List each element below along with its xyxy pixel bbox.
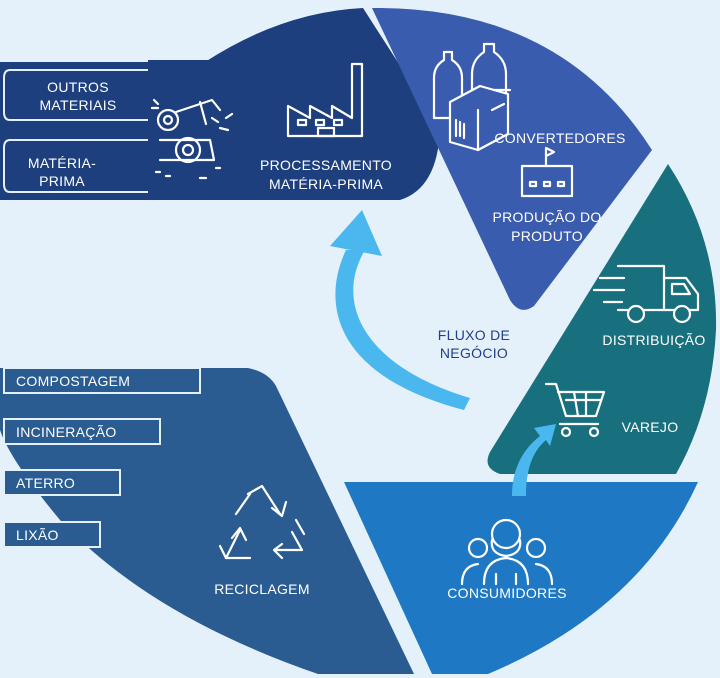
landfill-tab <box>3 469 121 496</box>
consumers-to-retail-arrow <box>512 424 556 496</box>
people-icon <box>460 518 554 586</box>
consumers-segment <box>344 482 698 674</box>
converters-label: CONVERTEDORES <box>494 130 625 146</box>
truck-icon <box>592 264 700 324</box>
landfill-label: ATERRO <box>16 475 75 491</box>
distribution-segment <box>487 164 717 474</box>
recycle-icon <box>218 484 306 560</box>
incineration-label: INCINERAÇÃO <box>16 424 117 440</box>
recycling-label: RECICLAGEM <box>214 581 310 597</box>
machinery-icon <box>150 98 234 180</box>
other-materials-tab <box>3 69 151 121</box>
other-materials-label-1: OUTROS <box>47 79 109 95</box>
retail-label: VAREJO <box>622 419 679 435</box>
business-flow-arrow <box>335 250 470 410</box>
composting-label: COMPOSTAGEM <box>16 373 130 389</box>
converters-segment <box>372 7 652 310</box>
cart-icon <box>544 382 606 438</box>
production-label-1: PRODUÇÃO DO <box>492 209 601 225</box>
business-flow-arrowhead <box>330 210 382 256</box>
incineration-tab <box>3 418 161 445</box>
factory-icon <box>286 62 364 138</box>
raw-material-label-1: MATÉRIA- <box>28 155 96 171</box>
dump-tab <box>3 521 101 548</box>
processing-label-1: PROCESSAMENTO <box>260 157 392 173</box>
raw-material-label-2: PRIMA <box>39 173 85 189</box>
business-flow-label-1: FLUXO DE <box>438 327 510 343</box>
bottles-icon <box>432 42 512 152</box>
composting-tab <box>3 367 201 394</box>
business-flow-label-2: NEGÓCIO <box>440 345 508 361</box>
distribution-label: DISTRIBUIÇÃO <box>602 332 705 348</box>
raw-material-tab <box>3 139 151 193</box>
production-label-2: PRODUTO <box>511 228 583 244</box>
other-materials-label-2: MATERIAIS <box>39 97 116 113</box>
dump-label: LIXÃO <box>16 527 59 543</box>
small-factory-icon <box>520 146 574 198</box>
processing-label-2: MATÉRIA-PRIMA <box>269 176 383 192</box>
consumers-label: CONSUMIDORES <box>447 585 567 601</box>
